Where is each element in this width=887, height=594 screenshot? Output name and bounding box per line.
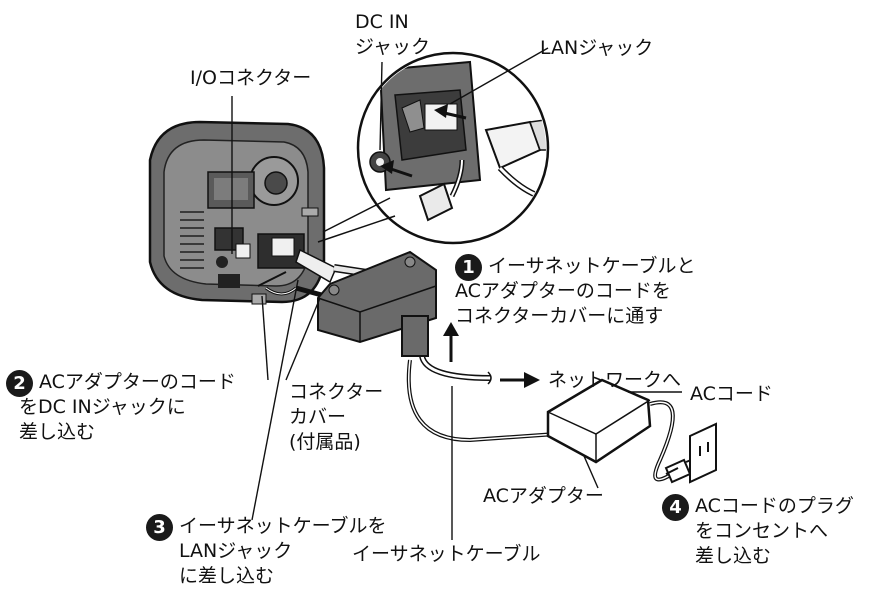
step-1: 1 イーサネットケーブルと ACアダプターのコードを コネクターカバーに通す [455,254,695,329]
step-2-line-2: をDC INジャックに [19,396,186,418]
step-4-text: ACコードのプラグ をコンセントへ 差し込む [695,494,854,569]
to-network-label: ネットワークへ [548,369,682,391]
io-connector-label: I/Oコネクター [190,67,312,89]
step-2-text: ACアダプターのコード をDC INジャックに 差し込む [19,370,236,445]
ac-adapter-label: ACアダプター [483,485,604,507]
step-3-text: イーサネットケーブルを LANジャック に差し込む [179,514,386,589]
ac-adapter [546,378,717,484]
lan-jack-label: LANジャック [540,37,654,59]
step-3-line-2: LANジャック [179,540,293,562]
step-4-badge: 4 [662,494,689,521]
step-4-line-1: ACコードのプラグ [695,495,854,517]
zoom-detail [317,51,550,245]
connector-cover-label: コネクター カバー (付属品) [289,380,383,455]
ac-cord-label: ACコード [690,383,773,405]
step-3-badge: 3 [146,514,173,541]
step-1-line-2: ACアダプターのコードを [455,280,671,302]
step-1-text: イーサネットケーブルと ACアダプターのコードを コネクターカバーに通す [455,254,696,329]
step-3-line-1: イーサネットケーブルを [179,515,387,537]
step-4-line-2: をコンセントへ [695,520,829,542]
step-3: 3 イーサネットケーブルを LANジャック に差し込む [146,514,386,589]
dc-in-jack-line-1: DC IN [355,11,409,33]
step-4-line-3: 差し込む [695,545,772,567]
step-4: 4 ACコードのプラグ をコンセントへ 差し込む [662,494,854,569]
camera-body [148,120,326,305]
step-3-line-3: に差し込む [179,565,275,587]
step-1-line-1: イーサネットケーブルと [488,255,696,277]
step-2-line-1: ACアダプターのコード [39,371,236,393]
step-1-line-3: コネクターカバーに通す [455,305,664,327]
connector-cover-line-3: (付属品) [289,431,361,453]
dc-in-jack-line-2: ジャック [355,36,431,58]
camera-side-plugs [257,248,337,296]
step-2-badge: 2 [6,370,33,397]
dc-in-jack-label: DC IN ジャック [355,10,430,60]
ethernet-cable-label: イーサネットケーブル [352,543,541,565]
connector-cover-line-2: カバー [289,406,347,428]
step-1-badge: 1 [455,254,482,281]
connector-cover-line-1: コネクター [289,381,384,403]
step-2: 2 ACアダプターのコード をDC INジャックに 差し込む [6,370,236,445]
leader-lines [231,47,682,540]
step-2-line-3: 差し込む [19,421,96,443]
direction-arrows [443,322,679,475]
